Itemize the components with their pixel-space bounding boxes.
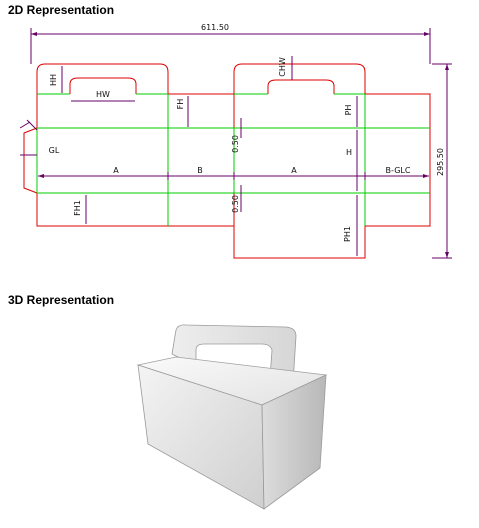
flap-height-label: FH <box>176 99 185 110</box>
box-right-face <box>261 374 327 510</box>
glue-flap-label: GL <box>49 146 60 155</box>
flap-height-bottom-label: FH1 <box>73 200 82 216</box>
panel-height-bottom-label: PH1 <box>343 226 352 242</box>
handle-height-label: HH <box>49 74 58 86</box>
dieline-diagram: 611.50 295.50 <box>19 23 452 259</box>
overall-width-label: 611.50 <box>201 23 229 32</box>
handle-width-label: HW <box>96 90 110 99</box>
heading-2d-representation: 2D Representation <box>8 3 115 17</box>
panel-b-glc-label: B-GLC <box>386 166 411 175</box>
heading-3d-representation: 3D Representation <box>8 293 115 307</box>
panel-b-label: B <box>197 166 203 175</box>
panel-height-label: PH <box>344 105 353 116</box>
panel-a-right-label: A <box>291 166 297 175</box>
offset-bottom-label: 0.50 <box>231 195 240 213</box>
height-label: H <box>346 148 352 157</box>
overall-height-dimension: 295.50 <box>432 63 452 259</box>
overall-height-label: 295.50 <box>436 148 445 176</box>
panel-a-left-label: A <box>113 166 119 175</box>
cut-handle-width-label: CHW <box>278 57 287 77</box>
inner-dimension-lines: HH HW CHW FH PH 0.50 H GL A B A B-GL <box>19 56 429 256</box>
cut-lines <box>23 63 431 259</box>
fold-lines <box>36 93 430 226</box>
offset-top-label: 0.50 <box>231 135 240 153</box>
overall-width-dimension: 611.50 <box>30 23 431 64</box>
